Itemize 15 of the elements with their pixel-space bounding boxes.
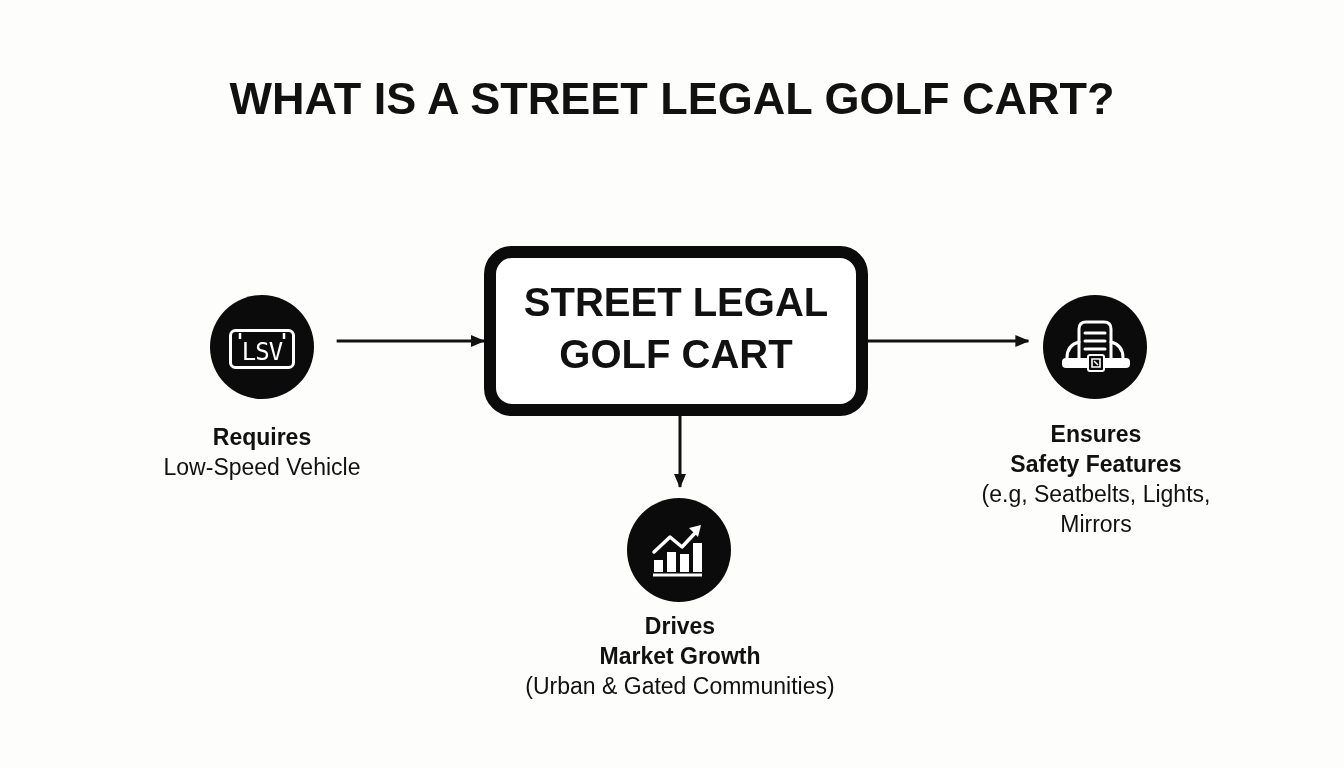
title: WHAT IS A STREET LEGAL GOLF CART?	[229, 73, 1115, 124]
caption-text: (e.g, Seatbelts, Lights, Mirrors	[981, 481, 1211, 537]
caption-text: Low-Speed Vehicle	[163, 454, 361, 480]
caption-heading: Safety Features	[1010, 451, 1182, 477]
plate-text: LSV	[241, 339, 283, 365]
arrow	[674, 416, 686, 488]
caption-heading: Drives	[644, 613, 716, 639]
caption-text: (Urban & Gated Communities)	[525, 673, 835, 699]
process-box	[484, 246, 868, 416]
arrow	[336, 335, 485, 347]
arrow	[868, 335, 1030, 347]
caption-heading: Ensures	[1050, 421, 1142, 447]
caption-heading: Market Growth	[599, 643, 761, 669]
caption-heading: Requires	[212, 424, 312, 450]
box-title: STREET LEGAL GOLF CART	[523, 280, 829, 376]
